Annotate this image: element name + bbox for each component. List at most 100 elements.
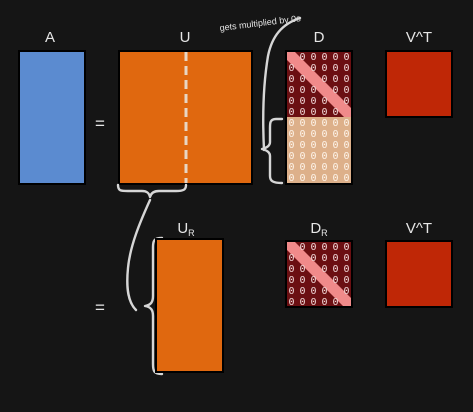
d-zero-entry: 0 bbox=[310, 96, 316, 107]
dr-zero-entry: 0 bbox=[343, 275, 349, 286]
dr-zero-entry: 0 bbox=[343, 253, 349, 264]
d-border bbox=[285, 50, 353, 185]
dr-zero-entry: 0 bbox=[299, 275, 305, 286]
dr-zero-entry: 0 bbox=[332, 264, 338, 275]
d-zero-entry: 0 bbox=[321, 52, 327, 63]
dr-zero-entry: 0 bbox=[299, 242, 305, 253]
u-left-brace bbox=[116, 183, 188, 199]
d-padding-zero: 0 bbox=[299, 129, 305, 140]
d-padding-zero: 0 bbox=[299, 162, 305, 173]
dr-zero-entry: 0 bbox=[321, 253, 327, 264]
d-diagonal bbox=[286, 51, 352, 117]
d-zero-entry: 0 bbox=[332, 74, 338, 85]
d-zero-entry: 0 bbox=[310, 85, 316, 96]
d-zero-entry: 0 bbox=[343, 85, 349, 96]
d-padding-zero: 0 bbox=[343, 140, 349, 151]
d-padding-zero: 0 bbox=[288, 129, 294, 140]
dr-zero-entry: 0 bbox=[310, 242, 316, 253]
d-padding-zero: 0 bbox=[343, 118, 349, 129]
d-padding-zero: 0 bbox=[299, 118, 305, 129]
dr-zero-entry: 0 bbox=[310, 297, 316, 308]
d-zero-entry: 0 bbox=[288, 63, 294, 74]
d-padding-zero: 0 bbox=[288, 162, 294, 173]
dr-zero-entry: 0 bbox=[310, 275, 316, 286]
d-zero-entry: 0 bbox=[343, 52, 349, 63]
d-zero-entry: 0 bbox=[332, 63, 338, 74]
equals-sign-top: = bbox=[95, 114, 105, 133]
d-padding-zero: 0 bbox=[343, 129, 349, 140]
dr-zero-entry: 0 bbox=[332, 297, 338, 308]
d-zero-entry: 0 bbox=[299, 52, 305, 63]
d-padding-zero: 0 bbox=[332, 151, 338, 162]
d-zero-entry: 0 bbox=[332, 107, 338, 118]
d-zero-entry: 0 bbox=[343, 63, 349, 74]
d-padding-zero: 0 bbox=[332, 118, 338, 129]
dr-zero-entry: 0 bbox=[332, 253, 338, 264]
dr-zero-entry: 0 bbox=[321, 242, 327, 253]
dr-zero-entry: 0 bbox=[321, 264, 327, 275]
d-padding-zero: 0 bbox=[288, 140, 294, 151]
d-zero-entry: 0 bbox=[332, 85, 338, 96]
dr-zero-entry: 0 bbox=[343, 264, 349, 275]
dr-zero-entry: 0 bbox=[288, 286, 294, 297]
d-padding-zero: 0 bbox=[299, 173, 305, 184]
d-zero-entry: 0 bbox=[288, 85, 294, 96]
matrix-a bbox=[18, 50, 86, 185]
dr-zero-entry: 0 bbox=[343, 286, 349, 297]
d-zero-entry: 0 bbox=[299, 74, 305, 85]
d-padding-zero: 0 bbox=[321, 162, 327, 173]
d-zero-brace bbox=[260, 117, 284, 185]
ur-brace bbox=[143, 236, 164, 376]
matrix-vt-bottom bbox=[385, 240, 453, 308]
d-zero-entry: 0 bbox=[288, 107, 294, 118]
matrix-ur bbox=[155, 238, 224, 373]
dr-diagonal bbox=[286, 241, 352, 307]
d-zero-entry: 0 bbox=[321, 107, 327, 118]
d-zero-entry: 0 bbox=[288, 74, 294, 85]
dr-zero-entry: 0 bbox=[299, 264, 305, 275]
d-padding-zero: 0 bbox=[288, 118, 294, 129]
dr-zero-entry: 0 bbox=[321, 297, 327, 308]
d-zero-entry: 0 bbox=[343, 96, 349, 107]
label-vt: V^T bbox=[406, 29, 432, 46]
d-padding-zero: 0 bbox=[310, 151, 316, 162]
label-ur-main: U bbox=[177, 220, 188, 237]
d-padding-zero: 0 bbox=[321, 129, 327, 140]
d-padding-zero: 0 bbox=[299, 140, 305, 151]
d-zero-entry: 0 bbox=[299, 107, 305, 118]
matrix-vt bbox=[385, 50, 453, 118]
d-padding-zero: 0 bbox=[332, 140, 338, 151]
d-padding-zero: 0 bbox=[321, 151, 327, 162]
annotation-arrow bbox=[262, 16, 302, 152]
dr-zero-entry: 0 bbox=[332, 275, 338, 286]
d-padding-zero: 0 bbox=[321, 118, 327, 129]
dr-zero-entry: 0 bbox=[343, 242, 349, 253]
dr-zero-entry: 0 bbox=[288, 275, 294, 286]
label-vt-bottom: V^T bbox=[406, 220, 432, 237]
d-zero-entry: 0 bbox=[310, 107, 316, 118]
d-padding-zero: 0 bbox=[321, 140, 327, 151]
d-padding-zero: 0 bbox=[332, 129, 338, 140]
d-zero-block bbox=[286, 117, 352, 184]
dr-zero-entry: 0 bbox=[299, 297, 305, 308]
label-ur-sub: R bbox=[188, 228, 195, 238]
d-padding-zero: 0 bbox=[310, 173, 316, 184]
d-padding-zero: 0 bbox=[310, 162, 316, 173]
dr-zero-entry: 0 bbox=[299, 286, 305, 297]
d-padding-zero: 0 bbox=[321, 173, 327, 184]
d-zero-entry: 0 bbox=[343, 74, 349, 85]
d-zero-entry: 0 bbox=[332, 52, 338, 63]
d-zero-entry: 0 bbox=[299, 85, 305, 96]
d-zero-entry: 0 bbox=[321, 63, 327, 74]
d-padding-zero: 0 bbox=[310, 129, 316, 140]
dr-border bbox=[285, 240, 353, 308]
d-padding-zero: 0 bbox=[299, 151, 305, 162]
label-dr-main: D bbox=[310, 220, 321, 237]
dr-zero-entry: 0 bbox=[288, 253, 294, 264]
label-u: U bbox=[180, 29, 191, 46]
d-padding-zero: 0 bbox=[310, 118, 316, 129]
label-ur: UR bbox=[177, 220, 195, 238]
dr-zero-entry: 0 bbox=[288, 264, 294, 275]
